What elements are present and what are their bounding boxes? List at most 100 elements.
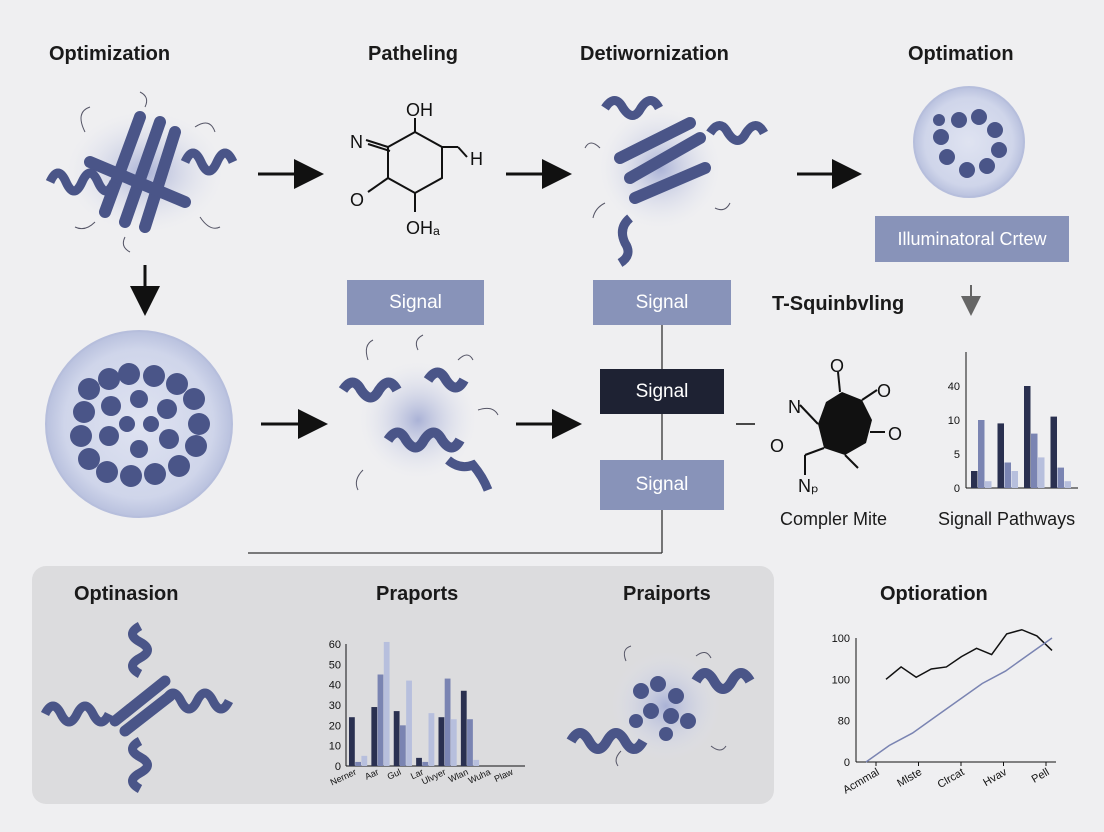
y-tick-label: 50 <box>329 659 341 671</box>
complex-molecule-icon <box>799 371 885 475</box>
bar <box>438 717 445 766</box>
bar <box>361 755 368 766</box>
x-tick-label: Acmmal <box>841 766 881 796</box>
signal-pathways-bar-chart: 0 5 10 40 <box>948 352 1078 495</box>
title-optimation: Optimation <box>908 43 1014 65</box>
bar <box>971 471 978 488</box>
bar <box>444 678 451 766</box>
bar <box>1038 457 1045 488</box>
y-tick-label: 5 <box>954 449 960 461</box>
x-tick-label: Plaw <box>493 767 515 785</box>
signal-box-active: Signal <box>600 369 724 414</box>
protein-structure-icon <box>566 645 755 767</box>
chem-n: N <box>350 132 363 152</box>
bar <box>1024 386 1031 488</box>
chem2-np: Nₚ <box>798 476 819 496</box>
bar <box>1011 471 1018 488</box>
bar <box>428 713 435 766</box>
chem2-o-top: O <box>830 356 844 376</box>
series-line <box>885 628 1053 680</box>
title-patheling: Patheling <box>368 43 459 65</box>
bar <box>377 674 384 766</box>
x-tick-label: Wlan <box>447 767 470 785</box>
bar <box>997 423 1004 488</box>
bar <box>1064 481 1071 488</box>
illuminatoral-box: Illuminatoral Crtew <box>875 216 1069 262</box>
chem2-o-left: O <box>770 436 784 456</box>
signal-box: Signal <box>347 280 484 325</box>
y-tick-label: 10 <box>329 741 341 753</box>
bar <box>355 761 361 766</box>
chem-oh-top: OH <box>406 100 433 120</box>
bar <box>1004 462 1011 488</box>
y-tick-label: 30 <box>329 700 341 712</box>
bar <box>450 719 457 766</box>
protein-structure-icon <box>338 334 499 492</box>
x-tick-label: Clrcat <box>936 766 967 791</box>
y-tick-label: 40 <box>948 381 960 393</box>
chem-oh-bottom: OHₐ <box>406 218 440 238</box>
bar <box>416 757 422 766</box>
chem2-o-right2: O <box>888 424 902 444</box>
y-tick-label: 40 <box>329 680 341 692</box>
y-tick-label: 20 <box>329 720 341 732</box>
caption-complex: Compler Mite <box>780 509 888 529</box>
y-tick-label: 0 <box>844 757 850 769</box>
chemical-structure-icon <box>365 118 468 212</box>
x-tick-label: Hvav <box>981 766 1009 789</box>
bar <box>460 690 467 766</box>
bar <box>422 761 429 766</box>
bar <box>349 717 355 766</box>
x-tick-label: Ulvyer <box>420 767 447 787</box>
y-tick-label: 10 <box>948 415 960 427</box>
bar <box>371 707 378 766</box>
bar <box>473 759 480 766</box>
title-praports: Praports <box>376 583 459 605</box>
bar <box>383 641 390 766</box>
title-t-squinbvling: T-Squinbvling <box>772 293 905 315</box>
signal-box: Signal <box>593 280 731 325</box>
protein-structure-icon <box>45 91 238 253</box>
title-praiports: Praiports <box>623 583 711 605</box>
chem2-n: N <box>788 397 801 417</box>
y-tick-label: 0 <box>335 761 341 773</box>
title-optioration: Optioration <box>880 583 988 605</box>
chem2-o-right: O <box>877 381 891 401</box>
x-tick-label: Gul <box>386 767 403 782</box>
bar <box>978 420 985 488</box>
chem-o: O <box>350 190 364 210</box>
y-tick-label: 80 <box>838 716 850 728</box>
bar <box>1057 467 1064 488</box>
title-optimization: Optimization <box>49 43 171 65</box>
cell-icon <box>45 330 233 518</box>
protein-structure-icon <box>584 96 768 267</box>
series-line <box>865 637 1053 763</box>
x-tick-label: Mlste <box>895 766 924 790</box>
bar <box>393 711 400 766</box>
cell-icon <box>913 86 1025 198</box>
y-tick-label: 0 <box>954 483 960 495</box>
y-tick-label: 100 <box>832 674 850 686</box>
title-optinasion: Optinasion <box>74 583 179 605</box>
x-tick-label: Pell <box>1030 766 1052 786</box>
signal-box: Signal <box>600 460 724 510</box>
y-tick-label: 60 <box>329 639 341 651</box>
x-tick-label: Aar <box>363 767 380 782</box>
bar <box>1050 416 1057 488</box>
x-tick-label: Wuha <box>467 767 492 786</box>
x-tick-label: Nerner <box>329 767 358 788</box>
bar <box>985 481 992 488</box>
bar <box>1031 433 1038 488</box>
bar <box>406 680 412 766</box>
chem-h: H <box>470 149 483 169</box>
x-tick-label: Lar <box>409 767 425 782</box>
title-detiwornization: Detiwornization <box>580 43 729 65</box>
caption-pathways: Signall Pathways <box>938 509 1076 529</box>
bar <box>467 719 473 766</box>
bar <box>399 725 406 766</box>
protein-structure-icon <box>40 622 234 793</box>
